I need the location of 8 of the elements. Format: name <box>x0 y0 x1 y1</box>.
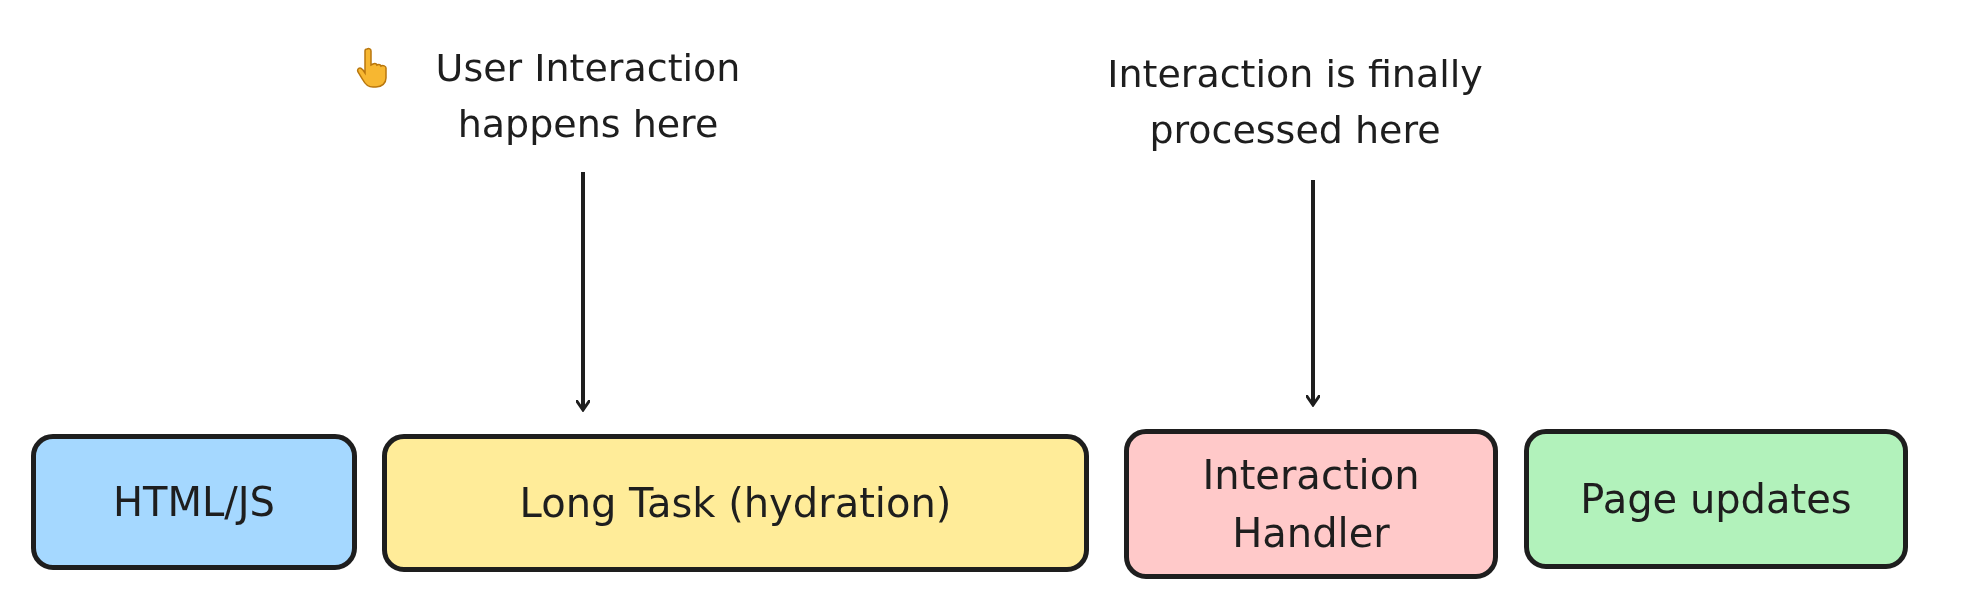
arrow <box>574 172 592 412</box>
process-box: HTML/JS <box>31 434 357 570</box>
annotation-text: Interaction is finally processed here <box>1106 51 1484 154</box>
arrow <box>1304 180 1322 407</box>
annotation-text: User Interaction happens here <box>434 45 742 148</box>
process-box: Interaction Handler <box>1124 429 1498 579</box>
process-box: Page updates <box>1524 429 1908 569</box>
process-box: Long Task (hydration) <box>382 434 1089 572</box>
